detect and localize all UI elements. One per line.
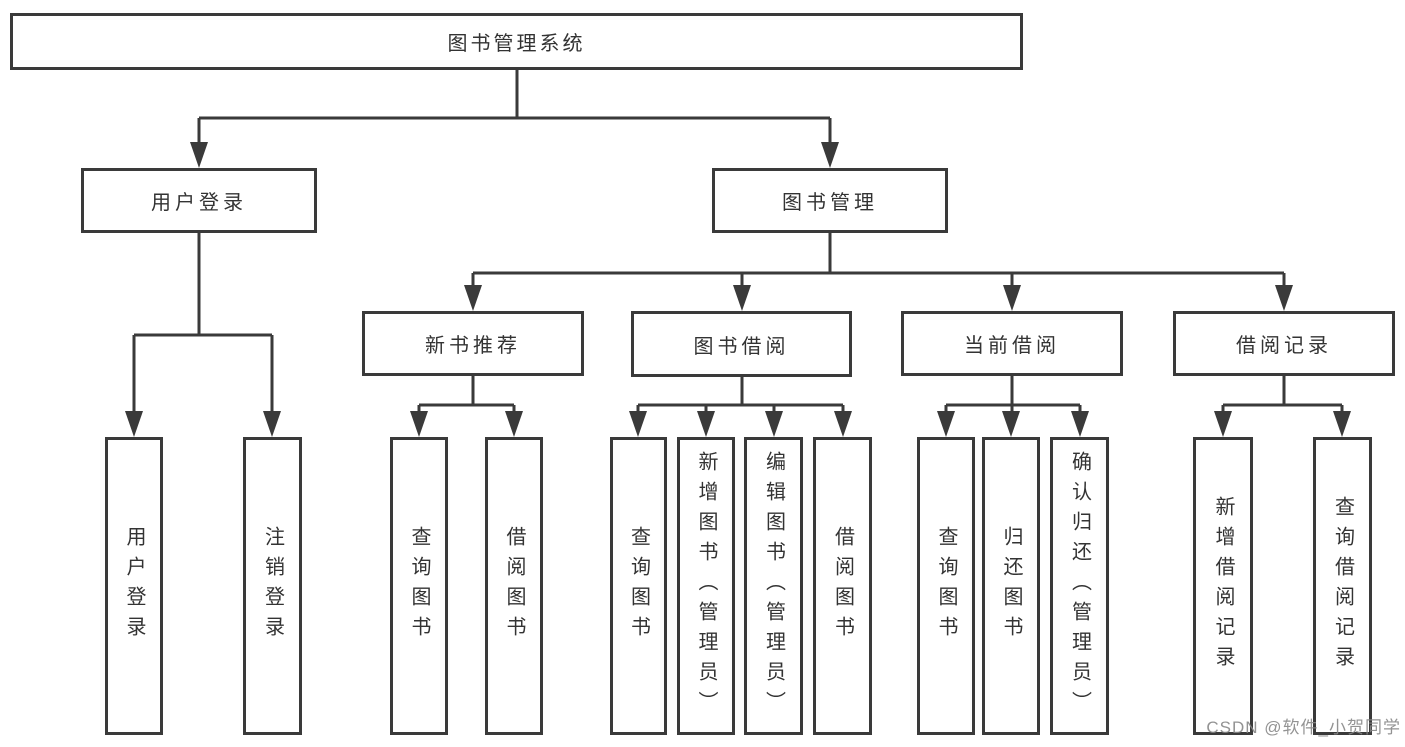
node-label: 查询图书 (935, 526, 957, 646)
node-label: 新增借阅记录 (1212, 496, 1234, 676)
node-book-management: 图书管理 (712, 168, 948, 233)
leaf-confirm-return-admin: 确认归还（管理员） (1050, 437, 1109, 735)
node-label: 图书管理 (782, 192, 878, 214)
node-new-book-recommend: 新书推荐 (362, 311, 584, 376)
node-label: 查询图书 (408, 526, 430, 646)
node-label: 注销登录 (261, 526, 284, 646)
leaf-query-books-recommend: 查询图书 (390, 437, 448, 735)
node-label: 借阅图书 (831, 526, 854, 646)
leaf-query-books-borrowing: 查询图书 (610, 437, 667, 735)
node-label: 编辑图书（管理员） (762, 451, 785, 721)
node-label: 查询图书 (627, 526, 650, 646)
leaf-add-borrow-record: 新增借阅记录 (1193, 437, 1253, 735)
node-label: 借阅记录 (1236, 335, 1332, 357)
node-label: 新书推荐 (425, 335, 521, 357)
node-label: 借阅图书 (503, 526, 525, 646)
node-label: 查询借阅记录 (1331, 496, 1354, 676)
node-label: 图书借阅 (693, 335, 790, 358)
leaf-query-borrow-record: 查询借阅记录 (1313, 437, 1372, 735)
node-label: 归还图书 (1000, 526, 1022, 646)
node-user-login: 用户登录 (81, 168, 317, 233)
watermark: CSDN @软件_小贺同学 (1206, 718, 1401, 737)
leaf-user-login: 用户登录 (105, 437, 163, 735)
node-book-borrowing: 图书借阅 (631, 311, 852, 377)
node-label: 图书管理系统 (447, 33, 586, 55)
node-label: 用户登录 (123, 526, 145, 646)
node-label: 用户登录 (151, 192, 247, 214)
node-borrowing-records: 借阅记录 (1173, 311, 1395, 376)
node-current-borrowing: 当前借阅 (901, 311, 1123, 376)
node-root-system: 图书管理系统 (10, 13, 1023, 70)
leaf-borrow-books-recommend: 借阅图书 (485, 437, 543, 735)
leaf-edit-book-admin: 编辑图书（管理员） (744, 437, 803, 735)
leaf-return-books: 归还图书 (982, 437, 1040, 735)
leaf-add-book-admin: 新增图书（管理员） (677, 437, 735, 735)
leaf-borrow-books: 借阅图书 (813, 437, 872, 735)
leaf-query-books-current: 查询图书 (917, 437, 975, 735)
node-label: 新增图书（管理员） (695, 451, 717, 721)
node-label: 确认归还（管理员） (1068, 451, 1091, 721)
node-label: 当前借阅 (964, 335, 1060, 357)
leaf-logout: 注销登录 (243, 437, 302, 735)
